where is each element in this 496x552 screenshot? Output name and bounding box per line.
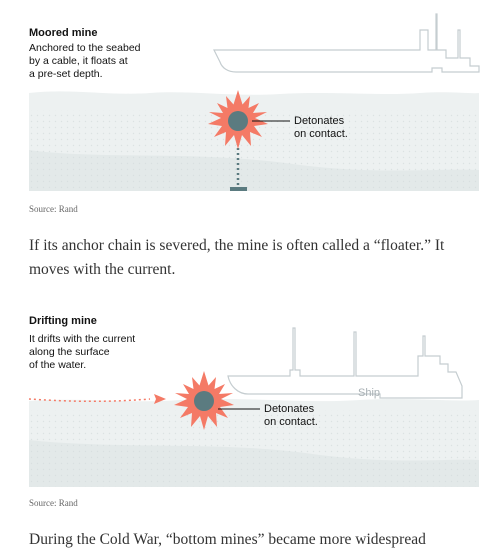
moored-mine-panel: Detonates on contact. Moored mine Anchor… [29,13,480,191]
drift-arrow-icon [28,398,151,403]
ship-icon [227,327,463,399]
description-line-1: Anchored to the seabed [29,42,141,54]
annotation-line-2: on contact. [294,128,348,140]
mine-diagrams: Detonates on contact. Moored mine Anchor… [28,13,480,487]
panel-title: Moored mine [29,27,97,39]
ship-icon [213,13,480,73]
panel-title: Drifting mine [29,315,97,327]
ship-label: Ship [358,387,380,399]
source-note: Source: Rand [29,204,78,214]
description-line-2: by a cable, it floats at [29,55,128,67]
annotation-line-2: on contact. [264,416,318,428]
mine-icon [194,391,214,411]
anchor-icon [230,187,247,191]
annotation-line-1: Detonates [264,403,315,415]
description-line-1: It drifts with the current [29,333,135,345]
drifting-mine-panel: Ship Detonates on contact. Drifting mine… [28,315,479,487]
description-line-2: along the surface [29,346,110,358]
drift-arrowhead [154,394,166,404]
annotation-line-1: Detonates [294,115,345,127]
description-line-3: of the water. [29,359,86,371]
body-paragraph: If its anchor chain is severed, the mine… [29,237,445,278]
source-note: Source: Rand [29,498,78,508]
mine-icon [228,111,248,131]
description-line-3: a pre-set depth. [29,68,103,80]
body-paragraph: During the Cold War, “bottom mines” beca… [29,531,426,548]
